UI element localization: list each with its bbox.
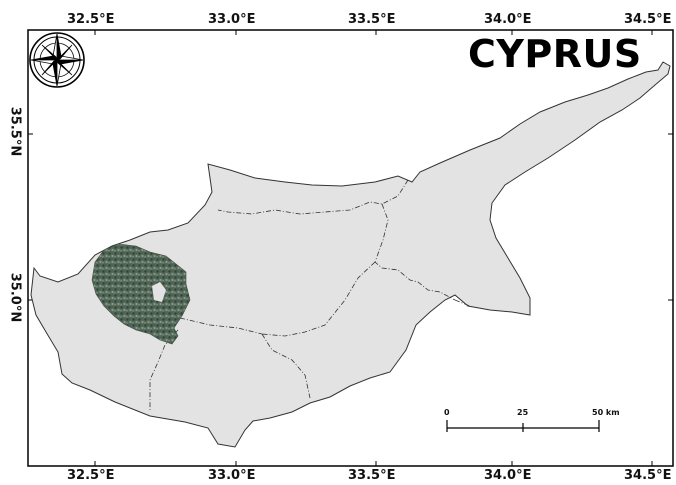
scale-label-50km: 50 km: [592, 408, 620, 417]
graticule-ticks: [28, 30, 673, 466]
cyprus-island: [30, 61, 671, 448]
lon-label-bottom: 34.5°E: [624, 468, 672, 483]
lon-label-top: 33.0°E: [208, 12, 256, 27]
scale-label-0: 0: [444, 408, 450, 417]
lon-label-bottom: 33.0°E: [208, 468, 256, 483]
lat-label-left: 35.5°N: [7, 106, 23, 157]
lon-label-top: 32.5°E: [67, 12, 115, 27]
lat-label-left: 35.0°N: [7, 272, 23, 323]
lon-label-bottom: 34.0°E: [484, 468, 532, 483]
study-area: [91, 243, 191, 345]
lon-label-bottom: 33.5°E: [348, 468, 396, 483]
study-area-gap: [152, 282, 166, 302]
lon-label-bottom: 32.5°E: [67, 468, 115, 483]
lon-label-top: 34.0°E: [484, 12, 532, 27]
scale-bar: [446, 420, 600, 432]
map-title: CYPRUS: [468, 32, 642, 76]
lon-label-top: 34.5°E: [624, 12, 672, 27]
lon-label-top: 33.5°E: [348, 12, 396, 27]
compass-rose-icon: [29, 32, 85, 88]
scale-label-25: 25: [517, 408, 529, 417]
